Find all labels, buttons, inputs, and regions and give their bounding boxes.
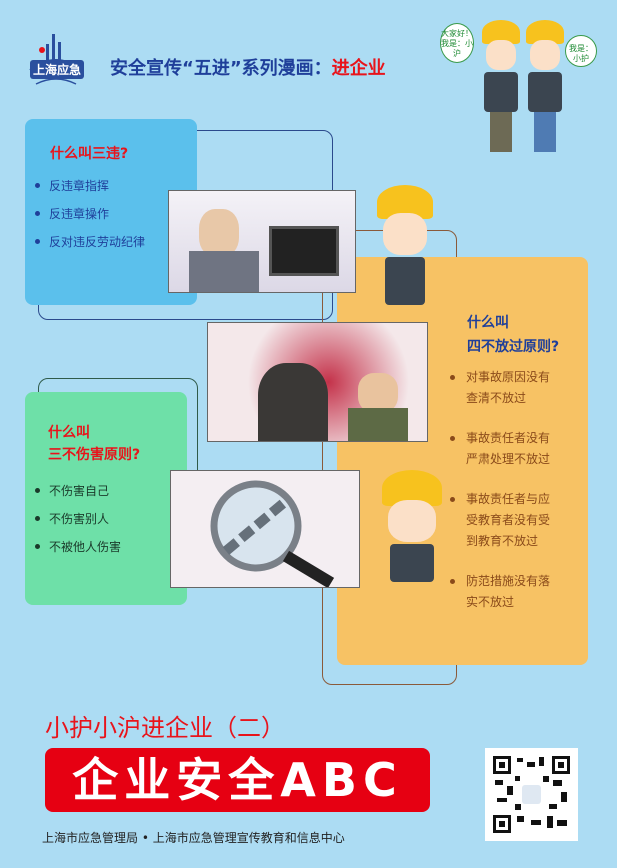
list-item: 对事故原因没有查清不放过 [450, 367, 550, 409]
item-text: 到教育不放过 [466, 534, 539, 548]
list-item: 不被他人伤害 [35, 538, 121, 555]
item-text: 不伤害别人 [49, 512, 110, 526]
logo-text: 上海应急 [30, 60, 85, 79]
title-main: 安全宣传“五进”系列漫画： [110, 58, 332, 79]
item-text: 实不放过 [466, 595, 515, 609]
three-no-harm-title-line1: 什么叫 [48, 425, 90, 441]
comic-panel-conflict [207, 322, 428, 442]
four-not-let-go-box: 什么叫 四不放过原则? 对事故原因没有查清不放过 事故责任者没有严肃处理不放过 … [337, 257, 588, 665]
list-item: 反违章指挥 [35, 177, 109, 194]
page-title: 安全宣传“五进”系列漫画：进企业 [110, 54, 386, 80]
list-item: 事故责任者没有严肃处理不放过 [450, 428, 550, 470]
list-item: 不伤害自己 [35, 482, 109, 499]
three-no-harm-box: 什么叫 三不伤害原则? 不伤害自己 不伤害别人 不被他人伤害 [25, 392, 187, 605]
item-text: 防范措施没有落 [466, 574, 551, 588]
item-text: 查清不放过 [466, 391, 527, 405]
list-item: 不伤害别人 [35, 510, 109, 527]
speech-bubble-left: 大家好！我是：小沪 [440, 23, 474, 63]
list-item: 事故责任者与应受教育者没有受到教育不放过 [450, 489, 550, 552]
item-text: 反对违反劳动纪律 [49, 235, 146, 249]
four-not-let-go-title-line1: 什么叫 [467, 315, 509, 331]
list-item: 防范措施没有落实不放过 [450, 571, 550, 613]
three-no-harm-title-line2: 三不伤害原则? [48, 447, 141, 463]
item-text: 严肃处理不放过 [466, 452, 551, 466]
comic-panel-office [168, 190, 356, 293]
title-highlight: 进企业 [331, 58, 386, 79]
item-text: 不被他人伤害 [49, 540, 122, 554]
item-text: 受教育者没有受 [466, 513, 551, 527]
mascot-female-pointing [375, 185, 435, 305]
main-banner: 企业安全ABC [45, 748, 430, 812]
qr-code[interactable] [485, 748, 578, 841]
item-text: 对事故原因没有 [466, 370, 551, 384]
three-violations-title: 什么叫三违? [50, 146, 129, 162]
mascot-male [522, 20, 568, 152]
speech-bubble-right: 我是：小护 [565, 35, 597, 67]
list-item: 反违章操作 [35, 205, 109, 222]
item-text: 事故责任者与应 [466, 492, 551, 506]
item-text: 事故责任者没有 [466, 431, 551, 445]
item-text: 反违章操作 [49, 207, 110, 221]
footer-organizations: 上海市应急管理局 • 上海市应急管理宣传教育和信息中心 [42, 831, 345, 845]
comic-panel-magnifier [170, 470, 360, 588]
mascot-female [478, 20, 524, 152]
series-subtitle: 小护小沪进企业（二） [45, 714, 285, 742]
four-not-let-go-title-line2: 四不放过原则? [467, 339, 560, 355]
mascot-male-thinking [378, 470, 446, 582]
item-text: 反违章指挥 [49, 179, 110, 193]
list-item: 反对违反劳动纪律 [35, 233, 145, 250]
item-text: 不伤害自己 [49, 484, 110, 498]
